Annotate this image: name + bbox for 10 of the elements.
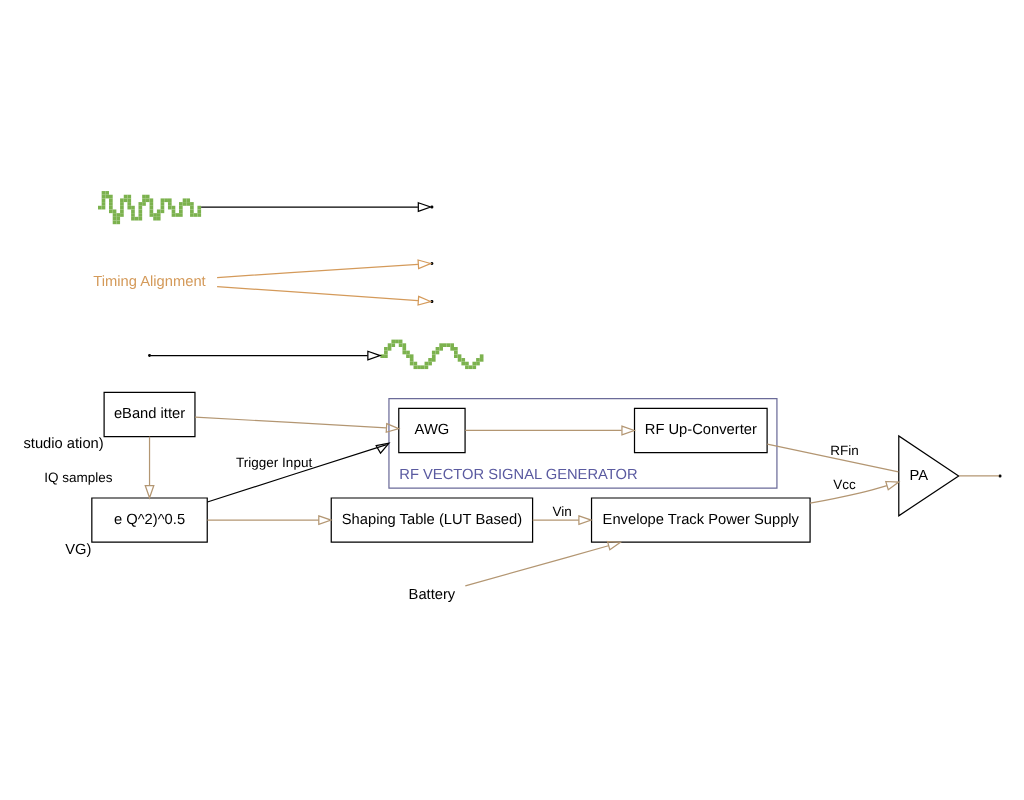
arrow — [144, 435, 155, 499]
arrow — [532, 513, 594, 525]
connector — [766, 442, 900, 472]
arrow — [194, 415, 401, 433]
arrow — [206, 441, 391, 502]
arrow — [150, 349, 382, 360]
arrow — [206, 513, 333, 525]
arrow — [464, 539, 623, 586]
arrow — [809, 479, 901, 503]
arrow — [464, 424, 637, 435]
